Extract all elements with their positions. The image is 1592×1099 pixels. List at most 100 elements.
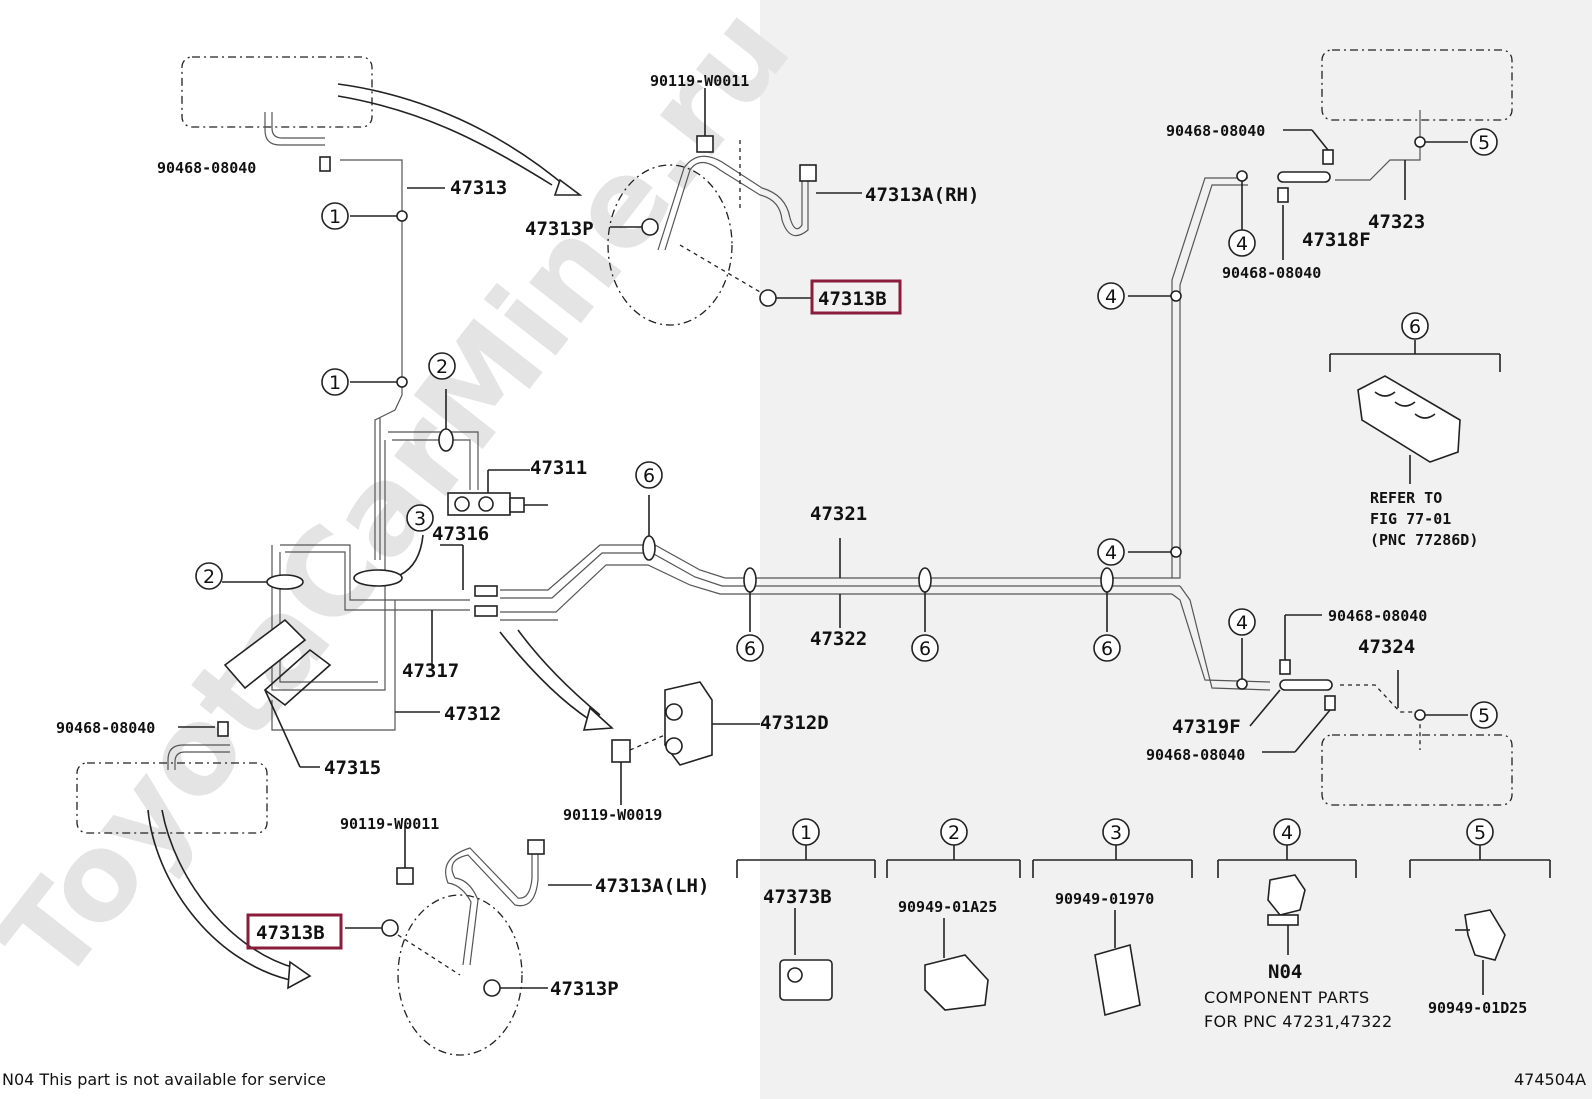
- label-47321: 47321: [810, 503, 867, 525]
- highlight-47313B-bottom: [246, 913, 343, 950]
- part-47319F: [1279, 679, 1333, 691]
- figure-id: 474504A: [1514, 1070, 1587, 1089]
- legend-item-2: 2 90949-01A25: [886, 818, 1021, 1011]
- svg-text:1: 1: [329, 206, 341, 228]
- label-47313P-top: 47313P: [525, 218, 594, 240]
- pipe-47313: [340, 159, 403, 560]
- svg-text:6: 6: [919, 638, 931, 660]
- svg-text:N04: N04: [1268, 961, 1302, 983]
- part-47318F: [1277, 171, 1331, 183]
- hose-detail-circle-top: [607, 164, 733, 326]
- vehicle-outline-top-left: [181, 56, 373, 128]
- svg-text:5: 5: [1478, 132, 1490, 154]
- svg-text:6: 6: [744, 638, 756, 660]
- callout-4d: 4: [1228, 608, 1256, 636]
- label-47318F: 47318F: [1302, 229, 1371, 251]
- legend-item-3: 3 90949-01970: [1032, 818, 1193, 1017]
- label-47319F: 47319F: [1172, 716, 1241, 738]
- pipe-47324: [1340, 684, 1421, 750]
- svg-text:90949-01A25: 90949-01A25: [898, 898, 997, 916]
- svg-text:90949-01970: 90949-01970: [1055, 890, 1154, 908]
- bolt-90119-W0011-top: [696, 135, 714, 153]
- callout-6a: 6: [635, 461, 663, 489]
- highlight-47313B-top: [810, 279, 902, 315]
- label-90119-W0019: 90119-W0019: [563, 806, 662, 824]
- callout-2b: 2: [195, 562, 223, 590]
- svg-text:2: 2: [436, 356, 448, 378]
- svg-text:4: 4: [1281, 822, 1293, 844]
- label-47313B-top: 47313B: [818, 288, 887, 310]
- label-90468-topleft: 90468-08040: [157, 159, 256, 177]
- svg-text:4: 4: [1105, 286, 1117, 308]
- label-90119-W0011-top: 90119-W0011: [650, 72, 749, 90]
- hose-detail-circle-bottom: [397, 894, 523, 1056]
- part-47315: [223, 618, 307, 690]
- legend-item-4: 4 N04: [1217, 818, 1357, 983]
- svg-text:5: 5: [1474, 822, 1486, 844]
- label-90468-r1: 90468-08040: [1328, 607, 1427, 625]
- arrow-bottom: [147, 809, 291, 981]
- svg-text:6: 6: [643, 465, 655, 487]
- svg-text:90949-01D25: 90949-01D25: [1428, 999, 1527, 1017]
- svg-text:2: 2: [203, 566, 215, 588]
- legend-item4-desc1: COMPONENT PARTS: [1204, 988, 1370, 1007]
- label-47311: 47311: [530, 457, 587, 479]
- label-47315: 47315: [324, 757, 381, 779]
- label-90468-tr2: 90468-08040: [1222, 264, 1321, 282]
- bolt-47313B-top: [759, 289, 777, 307]
- label-47313A-RH: 47313A(RH): [865, 184, 979, 206]
- label-47312: 47312: [444, 703, 501, 725]
- svg-text:4: 4: [1236, 612, 1248, 634]
- callout-5a: 5: [1470, 128, 1498, 156]
- svg-text:47373B: 47373B: [763, 886, 832, 908]
- legend-item-1: 1 47373B: [736, 818, 876, 1001]
- arrow-middle: [517, 629, 601, 716]
- callout-6e: 6: [1401, 312, 1429, 340]
- label-47313A-LH: 47313A(LH): [595, 875, 709, 897]
- callout-5b: 5: [1470, 701, 1498, 729]
- svg-text:1: 1: [329, 372, 341, 394]
- clamp-6: [1357, 375, 1461, 463]
- legend-item4-desc2: FOR PNC 47231,47322: [1204, 1012, 1393, 1031]
- arrow-top: [337, 83, 571, 191]
- svg-text:1: 1: [800, 822, 812, 844]
- label-90468-left: 90468-08040: [56, 719, 155, 737]
- label-47322: 47322: [810, 628, 867, 650]
- label-47313B-bottom: 47313B: [256, 922, 325, 944]
- bolt-90119-W0011-bottom: [396, 867, 414, 885]
- label-47317: 47317: [402, 660, 459, 682]
- label-47324: 47324: [1358, 636, 1415, 658]
- callout-1b: 1: [321, 368, 349, 396]
- svg-text:4: 4: [1105, 542, 1117, 564]
- clip-top-left: [319, 156, 331, 172]
- svg-text:3: 3: [1110, 822, 1122, 844]
- callout-3: 3: [406, 504, 434, 532]
- bolt-47313B-bottom: [381, 919, 399, 937]
- svg-text:2: 2: [948, 822, 960, 844]
- label-refer-line1: REFER TO: [1370, 489, 1442, 507]
- hose-47313A-LH: [451, 850, 539, 966]
- footer-note: N04 This part is not available for servi…: [2, 1070, 326, 1089]
- vehicle-outline-top-right: [1321, 49, 1513, 121]
- washer-47313P-bottom: [483, 979, 501, 997]
- label-90468-r2: 90468-08040: [1146, 746, 1245, 764]
- label-refer-line3: (PNC 77286D): [1370, 531, 1478, 549]
- svg-text:4: 4: [1236, 233, 1248, 255]
- label-90119-W0011-bottom: 90119-W0011: [340, 815, 439, 833]
- svg-text:6: 6: [1101, 638, 1113, 660]
- vehicle-outline-bottom-left: [76, 762, 268, 834]
- label-47313: 47313: [450, 177, 507, 199]
- vehicle-outline-lower-right: [1321, 734, 1513, 806]
- label-refer-line2: FIG 77-01: [1370, 510, 1451, 528]
- label-47313P-bottom: 47313P: [550, 978, 619, 1000]
- washer-47313P-top: [641, 218, 659, 236]
- label-47323: 47323: [1368, 211, 1425, 233]
- pipe-47322: [500, 564, 1172, 613]
- watermark: ToyotaCarMine.ru: [0, 0, 817, 1008]
- label-90468-tr1: 90468-08040: [1166, 122, 1265, 140]
- callout-4a: 4: [1097, 282, 1125, 310]
- callout-4c: 4: [1097, 538, 1125, 566]
- hose-47313A-RH: [664, 161, 809, 251]
- svg-text:5: 5: [1478, 705, 1490, 727]
